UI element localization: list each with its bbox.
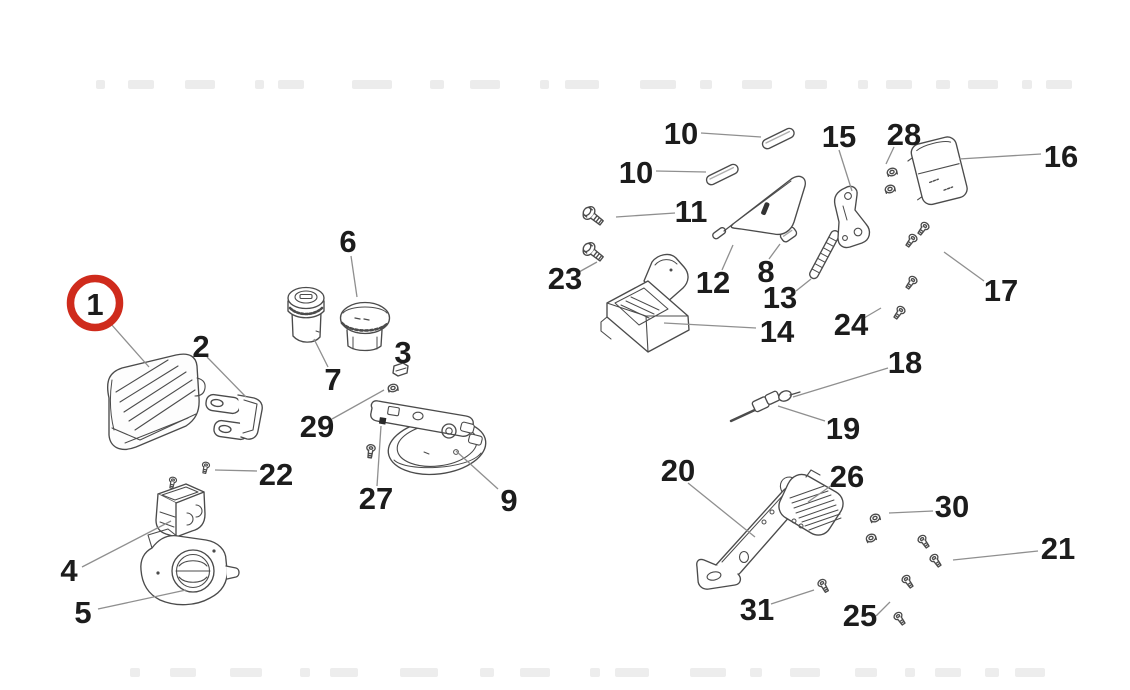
callout-label-14-14: 14 — [760, 314, 795, 349]
leader-line-22-22 — [214, 469, 258, 472]
part-26-regulator — [778, 469, 844, 536]
leader-line-21-21 — [952, 550, 1039, 561]
part-14-lock-bracket — [600, 253, 690, 353]
callout-label-16-16: 16 — [1044, 139, 1078, 174]
part-18-19-cable-adjuster — [729, 390, 801, 423]
part-16-cdi-unit — [907, 136, 968, 206]
watermark-band-bottom — [130, 668, 1045, 677]
callout-label-26-26: 26 — [830, 459, 864, 494]
callout-label-12-12: 12 — [696, 265, 730, 300]
leader-line-10-10 — [655, 170, 707, 173]
callout-label-28-28: 28 — [887, 117, 921, 152]
leader-line-28-28 — [885, 146, 895, 165]
callout-label-30-30: 30 — [935, 489, 969, 524]
leader-line-17-17 — [943, 251, 985, 282]
leader-line-25-25 — [875, 601, 891, 617]
leader-line-4-3 — [81, 520, 172, 568]
callout-label-19-19: 19 — [826, 411, 860, 446]
callout-label-17-17: 17 — [984, 273, 1018, 308]
leader-line-11-11 — [615, 212, 676, 218]
part-23-bolt — [579, 239, 607, 266]
leader-line-12-12 — [721, 244, 734, 271]
leader-line-16-16 — [958, 153, 1042, 160]
leader-line-23-23 — [578, 261, 598, 273]
callout-label-13-13: 13 — [763, 280, 797, 315]
leader-line-6-5 — [350, 255, 358, 298]
callout-label-7-6: 7 — [324, 362, 341, 397]
leader-line-20-20 — [687, 482, 756, 538]
leader-line-24-24 — [863, 307, 882, 319]
leader-line-29-29 — [331, 389, 385, 420]
leader-line-30-30 — [888, 510, 934, 514]
callout-label-4-3: 4 — [60, 553, 78, 588]
callout-label-9-8: 9 — [500, 483, 517, 518]
part-3-clip — [392, 362, 409, 377]
callout-label-21-21: 21 — [1041, 531, 1075, 566]
callout-label-8-7: 8 — [757, 254, 774, 289]
part-2-bracket — [205, 393, 263, 441]
leader-line-18-18 — [792, 367, 889, 398]
leader-line-31-31 — [770, 589, 815, 605]
part-24-screws — [891, 274, 920, 322]
callout-label-10-10: 10 — [619, 155, 653, 190]
callout-label-3-2: 3 — [394, 335, 411, 370]
callout-label-22-22: 22 — [259, 457, 293, 492]
part-27-screw — [364, 443, 377, 459]
leader-line-2-1 — [206, 356, 247, 398]
callout-label-27-27: 27 — [359, 481, 393, 516]
part-9-horn — [370, 400, 487, 476]
part-21-screws — [915, 533, 944, 570]
part-4-switch-housing — [155, 483, 206, 538]
watermark-band-top — [96, 80, 1072, 89]
leader-line-1-0 — [110, 323, 150, 368]
callout-label-10-9: 10 — [664, 116, 698, 151]
part-12-lever — [712, 175, 806, 240]
part-1-finned-lamp-unit — [106, 353, 206, 451]
leader-line-26-26 — [807, 484, 833, 503]
part-6-cap — [339, 301, 391, 352]
callout-label-11-11: 11 — [675, 194, 708, 229]
part-11-bolt — [579, 203, 607, 230]
callout-label-25-25: 25 — [843, 598, 877, 633]
callout-label-15-15: 15 — [822, 119, 856, 154]
callout-label-20-20: 20 — [661, 453, 695, 488]
leader-line-15-15 — [838, 149, 853, 192]
part-10-pin-upper — [760, 126, 797, 151]
callout-label-6-5: 6 — [339, 224, 356, 259]
part-25-screws — [891, 573, 916, 628]
part-7-lock-cylinder — [287, 286, 325, 343]
callout-label-24-24: 24 — [834, 307, 869, 342]
leader-line-14-14 — [663, 322, 757, 329]
leader-line-9-8 — [455, 450, 499, 490]
callout-label-29-29: 29 — [300, 409, 334, 444]
leader-line-10-9 — [700, 132, 762, 138]
callout-label-23-23: 23 — [548, 261, 582, 296]
callout-label-18-18: 18 — [888, 345, 922, 380]
leader-line-19-19 — [777, 405, 826, 422]
part-17-screws — [903, 220, 932, 250]
callout-label-5-4: 5 — [74, 595, 91, 630]
leader-line-8-7 — [768, 243, 781, 260]
part-10-pin-lower — [704, 162, 741, 187]
highlight-ring-callout-1 — [66, 274, 124, 332]
part-28-nuts — [883, 166, 899, 195]
leader-line-5-4 — [97, 589, 187, 610]
leader-line-13-13 — [795, 278, 812, 292]
part-31-screw — [816, 577, 832, 595]
part-5-switch-cover — [140, 528, 240, 606]
part-15-bracket — [833, 185, 871, 249]
leader-line-27-27 — [376, 425, 382, 487]
callout-label-1-0: 1 — [86, 287, 103, 322]
part-13-spring — [809, 230, 840, 280]
part-29-nut — [386, 382, 400, 394]
callout-label-2-1: 2 — [192, 329, 209, 364]
leader-line-7-6 — [313, 338, 329, 368]
callout-label-31-31: 31 — [740, 592, 774, 627]
part-30-nuts — [864, 512, 882, 544]
